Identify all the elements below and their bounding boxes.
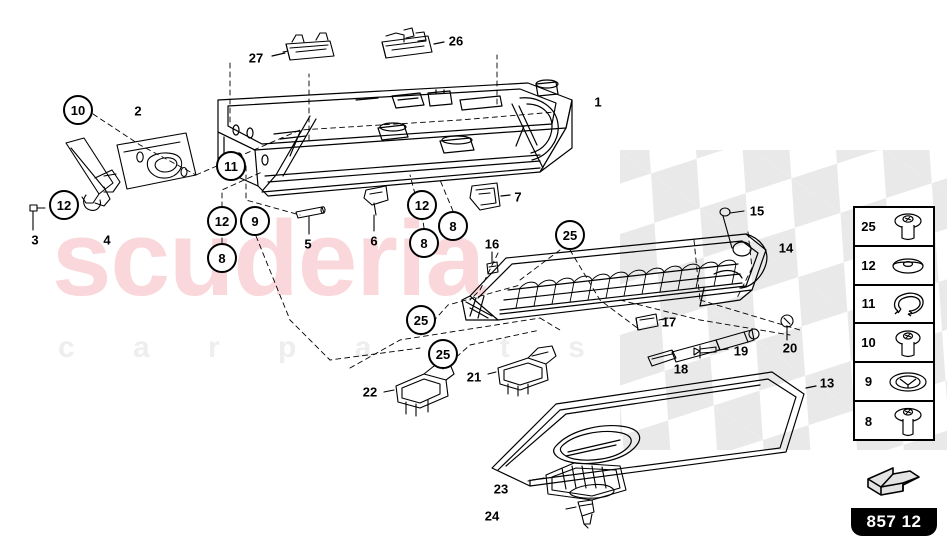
callout-22: 22	[362, 384, 378, 400]
legend-number: 9	[864, 374, 873, 390]
callout-25: 25	[555, 220, 585, 250]
legend-row-8: 8	[855, 402, 933, 441]
fastener-legend-table: 25 12 11 10 9 8	[853, 206, 935, 441]
callout-27: 27	[248, 50, 264, 66]
callout-14: 14	[778, 240, 794, 256]
callout-8: 8	[409, 228, 439, 258]
callout-19: 19	[733, 343, 749, 359]
callout-24: 24	[484, 508, 500, 524]
legend-row-10: 10	[855, 324, 933, 364]
pan-head-screw-icon	[882, 208, 933, 245]
callout-25: 25	[406, 305, 436, 335]
callout-9: 9	[240, 206, 270, 236]
callout-11: 11	[216, 151, 246, 181]
grommet-icon	[882, 363, 933, 400]
callout-4: 4	[103, 232, 111, 248]
legend-row-25: 25	[855, 208, 933, 247]
callout-10: 10	[63, 95, 93, 125]
callout-3: 3	[31, 232, 39, 248]
badge-code: 857 12	[851, 508, 937, 536]
callout-1: 1	[594, 94, 602, 110]
retaining-ring-icon	[882, 286, 933, 323]
legend-number: 12	[861, 257, 876, 273]
legend-number: 8	[864, 413, 873, 429]
legend-number: 25	[861, 218, 876, 234]
callout-2: 2	[134, 103, 142, 119]
callout-16: 16	[484, 236, 500, 252]
legend-number: 10	[861, 335, 876, 351]
callout-25: 25	[428, 339, 458, 369]
callout-5: 5	[304, 236, 312, 252]
callout-12: 12	[407, 190, 437, 220]
callout-8: 8	[207, 243, 237, 273]
callout-15: 15	[749, 203, 765, 219]
callout-26: 26	[448, 33, 464, 49]
callout-6: 6	[370, 233, 378, 249]
callout-12: 12	[49, 190, 79, 220]
legend-number: 11	[861, 296, 876, 312]
diagram-code-badge: 857 12	[851, 458, 937, 536]
callout-21: 21	[466, 369, 482, 385]
legend-row-12: 12	[855, 247, 933, 286]
callout-23: 23	[493, 481, 509, 497]
flat-washer-icon	[882, 247, 933, 284]
callout-13: 13	[819, 375, 835, 391]
legend-row-9: 9	[855, 363, 933, 402]
callout-7: 7	[514, 189, 522, 205]
legend-row-11: 11	[855, 286, 933, 325]
callout-20: 20	[782, 340, 798, 356]
push-rivet-icon	[882, 324, 933, 361]
callout-17: 17	[661, 314, 677, 330]
callout-12: 12	[207, 206, 237, 236]
arrow-3d-icon	[851, 458, 937, 508]
callout-18: 18	[673, 361, 689, 377]
callout-8: 8	[438, 211, 468, 241]
expansion-rivet-icon	[882, 402, 933, 441]
